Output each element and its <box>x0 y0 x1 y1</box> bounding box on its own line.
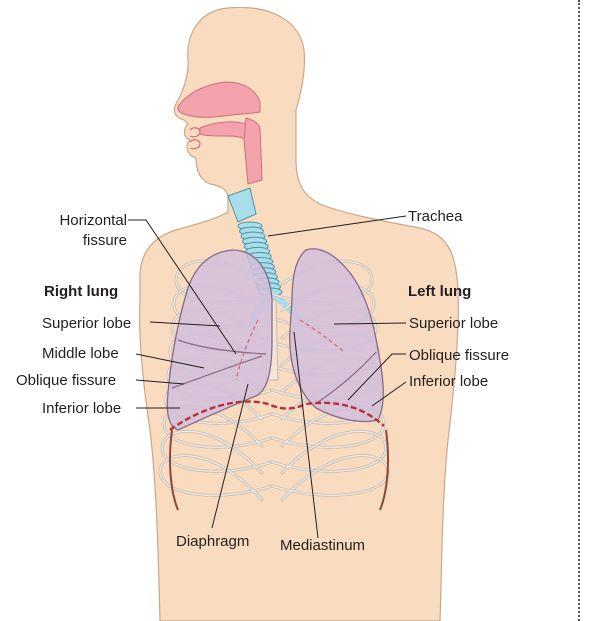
lips-icon <box>189 127 201 150</box>
rib-highlight <box>163 406 273 448</box>
diaphragm-shape <box>169 400 385 431</box>
leader-superior-lobe-right <box>149 321 221 327</box>
labels: Horizontal fissure Trachea Right lung Le… <box>16 208 509 554</box>
oblique-fissure-right <box>171 355 263 389</box>
right-lung-shape <box>166 249 273 431</box>
label-right-lung: Right lung <box>44 283 118 300</box>
costal-margin <box>379 429 389 511</box>
label-oblique-fissure-left: Oblique fissure <box>409 347 509 364</box>
leader-trachea <box>267 215 407 237</box>
nasal-cavity <box>177 81 261 118</box>
leader-mediastinum <box>293 331 319 539</box>
leader-inferior-lobe-left <box>371 381 407 407</box>
label-left-lung: Left lung <box>408 283 471 300</box>
label-inferior-lobe-right: Inferior lobe <box>42 400 121 417</box>
label-inferior-lobe-left: Inferior lobe <box>409 373 488 390</box>
pulmonary-vessel-right <box>235 319 259 381</box>
label-superior-lobe-right: Superior lobe <box>42 315 131 332</box>
label-middle-lobe: Middle lobe <box>42 345 119 362</box>
leader-oblique-fissure-right <box>135 379 185 385</box>
pharynx <box>243 117 263 185</box>
rib-highlight <box>271 430 387 474</box>
horizontal-fissure <box>177 339 267 355</box>
costal-margin <box>169 429 179 511</box>
rib-highlight <box>271 406 385 448</box>
lungs <box>166 248 384 431</box>
label-trachea: Trachea <box>408 208 463 225</box>
leader-horizontal-fissure <box>128 219 237 355</box>
pulmonary-vessel-left <box>299 319 345 353</box>
leader-lines <box>128 215 407 539</box>
label-oblique-fissure-right: Oblique fissure <box>16 372 116 389</box>
label-diaphragm: Diaphragm <box>176 533 249 550</box>
rib-highlight <box>161 430 273 474</box>
leader-middle-lobe <box>135 353 205 369</box>
leader-diaphragm <box>211 383 249 529</box>
larynx <box>227 187 257 223</box>
label-horizontal-fissure-line1: Horizontal <box>59 212 127 229</box>
leader-oblique-fissure-left <box>347 353 406 401</box>
upper-airway <box>177 81 263 185</box>
leader-superior-lobe-left <box>333 322 407 325</box>
oblique-fissure-left <box>317 351 377 403</box>
label-superior-lobe-left: Superior lobe <box>409 315 498 332</box>
label-horizontal-fissure-line2: fissure <box>83 232 127 249</box>
page-border-dotted <box>578 0 580 621</box>
label-mediastinum: Mediastinum <box>280 537 365 554</box>
